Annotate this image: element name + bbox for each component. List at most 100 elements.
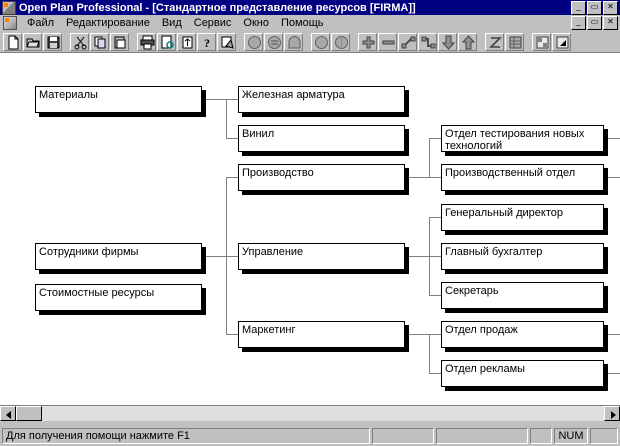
connector-line: [429, 177, 441, 178]
add-plus-icon[interactable]: [358, 32, 377, 51]
menu-item-window[interactable]: Окно: [243, 17, 269, 29]
node-upravlenie[interactable]: Управление: [238, 243, 405, 270]
resource-diagram-canvas[interactable]: Материалы Сотрудники фирмы Стоимостные р…: [0, 53, 620, 405]
context-help-icon[interactable]: [217, 32, 236, 51]
connector-line: [429, 256, 441, 257]
sort-icon[interactable]: [177, 32, 196, 51]
node-otdel-reklamy[interactable]: Отдел рекламы: [441, 360, 604, 387]
horizontal-scrollbar[interactable]: [0, 405, 620, 421]
child-close-button[interactable]: ✕: [603, 16, 618, 30]
minimize-button[interactable]: _: [571, 1, 586, 15]
connector-line: [206, 256, 226, 257]
save-disk-icon[interactable]: [43, 32, 62, 51]
connector-line: [429, 334, 441, 335]
close-button[interactable]: ✕: [603, 1, 618, 15]
help-question-icon[interactable]: ?: [197, 32, 216, 51]
restore-button[interactable]: ▭: [587, 1, 602, 15]
scroll-right-arrow-icon[interactable]: [604, 406, 620, 421]
unlink-icon[interactable]: [418, 32, 437, 51]
connector-line: [429, 138, 441, 139]
application-icon[interactable]: [2, 0, 16, 15]
print-icon[interactable]: [137, 32, 156, 51]
connector-line: [206, 99, 226, 100]
node-proizvodstvennyy-otdel[interactable]: Производственный отдел: [441, 164, 604, 191]
table-view-icon[interactable]: [505, 32, 524, 51]
status-num-indicator: NUM: [554, 428, 588, 444]
connector-line: [409, 334, 429, 335]
rounded-shape-icon[interactable]: [284, 32, 303, 51]
cut-scissors-icon[interactable]: [70, 32, 89, 51]
link-icon[interactable]: [398, 32, 417, 51]
title-bar: Open Plan Professional - [Стандартное пр…: [0, 0, 620, 15]
connector-line: [226, 99, 227, 139]
node-vinil[interactable]: Винил: [238, 125, 405, 152]
layout-icon[interactable]: [532, 32, 551, 51]
status-panel-a: [372, 428, 434, 444]
connector-line: [429, 138, 430, 178]
ellipse-pattern-icon[interactable]: [264, 32, 283, 51]
circle-icon[interactable]: [311, 32, 330, 51]
connector-line: [409, 256, 429, 257]
node-otdel-prodazh[interactable]: Отдел продаж: [441, 321, 604, 348]
window-title: Open Plan Professional - [Стандартное пр…: [19, 1, 416, 14]
paste-icon[interactable]: [110, 32, 129, 51]
node-label: Винил: [242, 128, 275, 140]
move-up-icon[interactable]: [458, 32, 477, 51]
connector-line: [226, 138, 238, 139]
connector-line: [226, 256, 238, 257]
expand-window-icon[interactable]: [552, 32, 571, 51]
node-label: Производство: [242, 167, 314, 179]
connector-line: [226, 99, 238, 100]
node-proizvodstvo[interactable]: Производство: [238, 164, 405, 191]
connector-line-offscreen: [608, 334, 620, 335]
status-panel-b: [436, 428, 528, 444]
new-document-icon[interactable]: [3, 32, 22, 51]
scrollbar-thumb[interactable]: [16, 406, 42, 421]
zigzag-icon[interactable]: [485, 32, 504, 51]
node-label: Материалы: [39, 89, 98, 101]
child-minimize-button[interactable]: _: [571, 16, 586, 30]
menu-item-help[interactable]: Помощь: [280, 17, 324, 29]
connector-line: [429, 334, 430, 373]
menu-item-file[interactable]: Файл: [27, 17, 55, 29]
node-otdel-testirovaniya-novyh-tehnologiy[interactable]: Отдел тестирования новых технологий: [441, 125, 604, 152]
node-label: Отдел продаж: [445, 324, 518, 336]
node-label: Производственный отдел: [445, 167, 576, 179]
connector-line-offscreen: [608, 138, 620, 139]
menu-item-tools[interactable]: Сервис: [193, 17, 232, 29]
status-panel-d: [590, 428, 618, 444]
scrollbar-track[interactable]: [16, 406, 604, 421]
node-marketing[interactable]: Маркетинг: [238, 321, 405, 348]
connector-line: [429, 217, 441, 218]
node-glavnyy-buhgalter[interactable]: Главный бухгалтер: [441, 243, 604, 270]
node-stoimostnye-resursy[interactable]: Стоимостные ресурсы: [35, 284, 202, 311]
menu-item-view[interactable]: Вид: [161, 17, 182, 29]
child-restore-button[interactable]: ▭: [587, 16, 602, 30]
connector-line: [429, 295, 441, 296]
node-sekretar[interactable]: Секретарь: [441, 282, 604, 309]
document-system-menu-icon[interactable]: [3, 16, 17, 30]
open-folder-icon[interactable]: [23, 32, 42, 51]
connector-line: [409, 177, 429, 178]
copy-icon[interactable]: [90, 32, 109, 51]
node-label: Сотрудники фирмы: [39, 246, 139, 258]
connector-line-offscreen: [608, 373, 620, 374]
ellipse-filled-icon[interactable]: [244, 32, 263, 51]
menu-item-edit[interactable]: Редактирование: [66, 17, 150, 29]
circle-alt-icon[interactable]: [331, 32, 350, 51]
svg-text:?: ?: [204, 36, 210, 50]
node-label: Генеральный директор: [445, 207, 563, 219]
node-zheleznaya-armatura[interactable]: Железная арматура: [238, 86, 405, 113]
child-window-controls: _ ▭ ✕: [571, 16, 618, 30]
move-down-icon[interactable]: [438, 32, 457, 51]
connector-line: [226, 334, 238, 335]
scroll-left-arrow-icon[interactable]: [0, 406, 16, 421]
node-materialy[interactable]: Материалы: [35, 86, 202, 113]
connector-line: [226, 177, 238, 178]
node-label: Маркетинг: [242, 324, 296, 336]
node-sotrudniki-firmy[interactable]: Сотрудники фирмы: [35, 243, 202, 270]
print-preview-icon[interactable]: [157, 32, 176, 51]
node-generalnyy-direktor[interactable]: Генеральный директор: [441, 204, 604, 231]
remove-minus-icon[interactable]: [378, 32, 397, 51]
